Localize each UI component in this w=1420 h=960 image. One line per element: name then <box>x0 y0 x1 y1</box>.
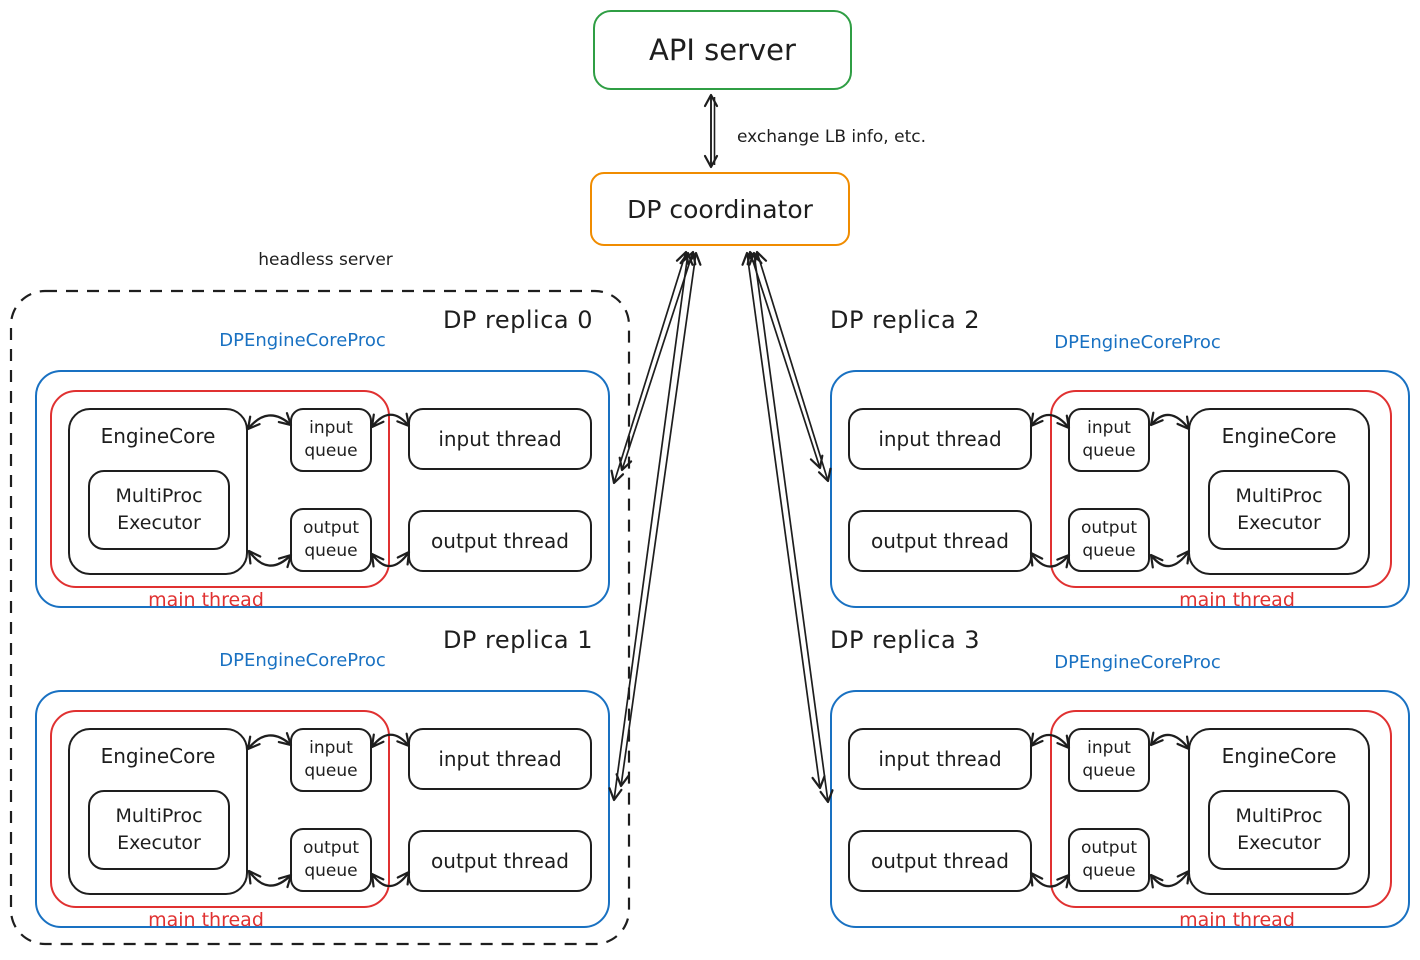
replica-2-input-thread-box: input thread <box>848 408 1032 470</box>
replica-2-input-queue-box: input queue <box>1068 408 1150 472</box>
coordinator-replica1-arrow <box>608 251 702 802</box>
replica-2-output-thread-box: output thread <box>848 510 1032 572</box>
replica-0-multiproc-executor-label: MultiProc Executor <box>115 485 203 534</box>
replica-3-multiproc-executor-label: MultiProc Executor <box>1235 805 1323 854</box>
replica-1-input-queue-box: input queue <box>290 728 372 792</box>
replica-1-engine-core-label: EngineCore <box>100 744 216 768</box>
replica-3-engine-core-proc-box <box>830 690 1410 928</box>
replica-0-input-queue-box: input queue <box>290 408 372 472</box>
replica-2-main-thread-label: main thread <box>1179 589 1295 611</box>
replica-1-engine-core-proc-box <box>35 690 610 928</box>
headless-server-boundary <box>9 289 631 946</box>
api-server-box: API server <box>593 10 852 90</box>
api-coordinator-link-label: exchange LB info, etc. <box>737 127 926 147</box>
replica-2-input-queue-label: input queue <box>1082 418 1136 461</box>
coordinator-replica2-arrow <box>746 250 832 483</box>
replica-2-output-thread-label: output thread <box>871 529 1009 553</box>
replica-3-input-thread-label: input thread <box>878 747 1002 771</box>
replica-2-engine-core-box: EngineCore <box>1188 408 1370 575</box>
replica-0-title: DP replica 0 <box>442 306 593 334</box>
replica-1-output-thread-label: output thread <box>431 849 569 873</box>
replica-1-input-queue-label: input queue <box>304 738 358 781</box>
replica-0-engine-core-label: EngineCore <box>100 424 216 448</box>
replica-2-output-queue-box: output queue <box>1068 508 1150 572</box>
replica-0-output-thread-box: output thread <box>408 510 592 572</box>
replica-2-main-thread-box <box>1050 390 1392 588</box>
api-server-label: API server <box>649 33 796 67</box>
replica-0-queue-arrows <box>246 412 411 569</box>
replica-3-output-queue-label: output queue <box>1080 838 1138 881</box>
replica-3-engine-core-label: EngineCore <box>1221 744 1337 768</box>
replica-3-main-thread-label: main thread <box>1179 909 1295 931</box>
replica-1-output-queue-box: output queue <box>290 828 372 892</box>
replica-3-input-queue-label: input queue <box>1082 738 1136 781</box>
replica-0-input-thread-box: input thread <box>408 408 592 470</box>
replica-3-input-queue-box: input queue <box>1068 728 1150 792</box>
replica-2-queue-arrows <box>1029 411 1191 569</box>
replica-3-queue-arrows <box>1029 731 1191 889</box>
replica-0-multiproc-executor-box: MultiProc Executor <box>88 470 230 550</box>
dp-coordinator-box: DP coordinator <box>590 172 850 246</box>
replica-3-title: DP replica 3 <box>830 626 981 654</box>
replica-1-engine-core-box: EngineCore <box>68 728 248 895</box>
replica-1-main-thread-label: main thread <box>148 909 264 931</box>
coordinator-replica0-arrow <box>610 250 697 485</box>
replica-1-output-thread-box: output thread <box>408 830 592 892</box>
replica-3-multiproc-executor-box: MultiProc Executor <box>1208 790 1350 870</box>
replica-0-proc-label: DPEngineCoreProc <box>219 330 386 351</box>
replica-2-engine-core-proc-box <box>830 370 1410 608</box>
replica-2-multiproc-executor-label: MultiProc Executor <box>1235 485 1323 534</box>
replica-3-main-thread-box <box>1050 710 1392 908</box>
replica-0-output-thread-label: output thread <box>431 529 569 553</box>
replica-1-title: DP replica 1 <box>442 626 593 654</box>
replica-2-multiproc-executor-box: MultiProc Executor <box>1208 470 1350 550</box>
replica-2-proc-label: DPEngineCoreProc <box>1054 332 1221 353</box>
replica-3-proc-label: DPEngineCoreProc <box>1054 652 1221 673</box>
replica-2-title: DP replica 2 <box>830 306 981 334</box>
replica-1-multiproc-executor-label: MultiProc Executor <box>115 805 203 854</box>
replica-1-input-thread-box: input thread <box>408 728 592 790</box>
replica-0-output-queue-box: output queue <box>290 508 372 572</box>
replica-2-output-queue-label: output queue <box>1080 518 1138 561</box>
dp-coordinator-label: DP coordinator <box>627 194 813 224</box>
replica-1-queue-arrows <box>246 732 411 889</box>
replica-0-main-thread-label: main thread <box>148 589 264 611</box>
replica-1-proc-label: DPEngineCoreProc <box>219 650 386 671</box>
replica-0-engine-core-box: EngineCore <box>68 408 248 575</box>
api-coordinator-arrow <box>703 93 719 169</box>
replica-0-input-thread-label: input thread <box>438 427 562 451</box>
replica-3-output-thread-label: output thread <box>871 849 1009 873</box>
replica-1-input-thread-label: input thread <box>438 747 562 771</box>
replica-0-main-thread-box <box>50 390 390 588</box>
replica-3-engine-core-box: EngineCore <box>1188 728 1370 895</box>
replica-1-main-thread-box <box>50 710 390 908</box>
replica-1-multiproc-executor-box: MultiProc Executor <box>88 790 230 870</box>
replica-0-input-queue-label: input queue <box>304 418 358 461</box>
replica-3-input-thread-box: input thread <box>848 728 1032 790</box>
replica-1-output-queue-label: output queue <box>302 838 360 881</box>
replica-2-engine-core-label: EngineCore <box>1221 424 1337 448</box>
replica-0-output-queue-label: output queue <box>302 518 360 561</box>
coordinator-replica3-arrow <box>741 251 834 804</box>
replica-2-input-thread-label: input thread <box>878 427 1002 451</box>
replica-0-engine-core-proc-box <box>35 370 610 608</box>
replica-3-output-thread-box: output thread <box>848 830 1032 892</box>
replica-3-output-queue-box: output queue <box>1068 828 1150 892</box>
headless-server-label: headless server <box>258 250 393 270</box>
